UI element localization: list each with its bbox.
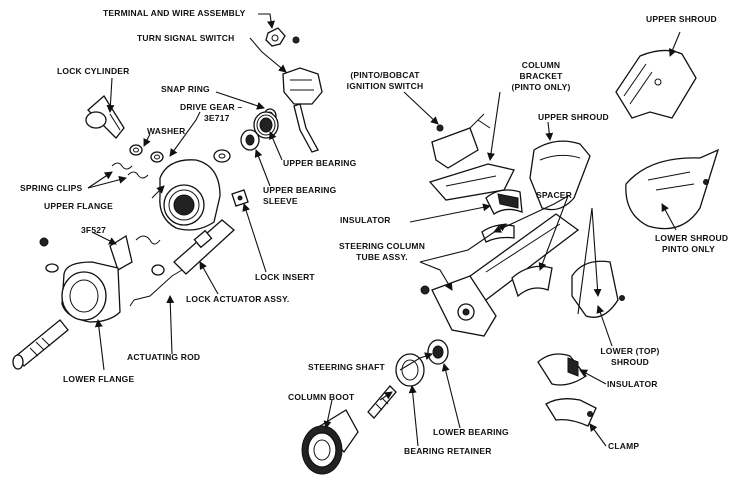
label-bearing-retainer: BEARING RETAINER — [404, 446, 492, 456]
insulator-bottom-part — [537, 353, 587, 386]
drive-gear-part — [213, 149, 231, 163]
label-lock-insert: LOCK INSERT — [255, 272, 315, 282]
steering-shaft-part — [367, 385, 397, 419]
label-lower-bearing: LOWER BEARING — [433, 427, 509, 437]
clamp-part — [545, 398, 597, 427]
label-insulator-top: INSULATOR — [340, 215, 391, 225]
column-boot-part — [301, 409, 359, 475]
label-steering-shaft: STEERING SHAFT — [308, 362, 385, 372]
terminal-wire-assembly-part — [265, 27, 300, 47]
upper-bearing-sleeve-part — [240, 129, 260, 151]
actuating-rod-part — [129, 269, 183, 307]
label-upper-shroud-right: UPPER SHROUD — [646, 14, 717, 24]
label-column-bracket-3: (PINTO ONLY) — [511, 82, 571, 92]
label-column-bracket: COLUMN — [521, 60, 561, 70]
lock-insert-part — [231, 189, 249, 207]
column-bracket-part — [428, 163, 515, 201]
label-upper-bearing-sleeve-2: SLEEVE — [263, 196, 298, 206]
label-column-boot: COLUMN BOOT — [288, 392, 355, 402]
label-ignition-switch: (PINTO/BOBCAT — [350, 70, 420, 80]
steering-column-tube-part — [420, 213, 580, 337]
label-steering-column-tube-2: TUBE ASSY. — [356, 252, 408, 262]
label-upper-bearing: UPPER BEARING — [283, 158, 357, 168]
label-upper-shroud-mid: UPPER SHROUD — [538, 112, 609, 122]
label-terminal-wire-assembly: TERMINAL AND WIRE ASSEMBLY — [103, 8, 246, 18]
spring-clips-part — [111, 162, 149, 179]
lower-flange-part — [39, 237, 121, 323]
label-washer: WASHER — [147, 126, 186, 136]
label-upper-bearing-sleeve: UPPER BEARING — [263, 185, 337, 195]
label-lock-actuator-assembly: LOCK ACTUATOR ASSY. — [186, 294, 290, 304]
label-turn-signal-switch: TURN SIGNAL SWITCH — [137, 33, 235, 43]
label-lower-shroud: LOWER SHROUD — [655, 233, 729, 243]
leader-lines — [87, 13, 681, 447]
label-clamp: CLAMP — [608, 441, 640, 451]
lower-bearing-part — [427, 339, 449, 365]
upper-shroud-mid-part — [529, 140, 591, 211]
label-insulator-bottom: INSULATOR — [607, 379, 658, 389]
washer-part — [129, 144, 164, 163]
lower-shroud-pinto-part — [625, 148, 720, 230]
label-spring-clips: SPRING CLIPS — [20, 183, 83, 193]
label-snap-ring: SNAP RING — [161, 84, 210, 94]
label-3f527: 3F527 — [81, 225, 107, 235]
upper-shroud-right-part — [615, 49, 697, 119]
label-lower-top-shroud-2: SHROUD — [610, 357, 650, 367]
steering-shaft-end-part — [12, 319, 69, 370]
label-upper-flange: UPPER FLANGE — [44, 201, 113, 211]
spacer-part — [511, 265, 553, 298]
lock-cylinder-part — [85, 95, 125, 139]
label-drive-gear-number: 3E717 — [204, 113, 230, 123]
lock-actuator-assembly-part — [151, 219, 235, 276]
insulator-top-part — [481, 189, 523, 243]
label-ignition-switch-2: IGNITION SWITCH — [346, 81, 424, 91]
label-lower-shroud-pinto-only: PINTO ONLY — [662, 244, 716, 254]
label-spacer: SPACER — [536, 190, 572, 200]
part-3f527 — [109, 234, 161, 271]
label-column-bracket-2: BRACKET — [519, 71, 563, 81]
label-drive-gear: DRIVE GEAR – — [180, 102, 243, 112]
label-actuating-rod: ACTUATING ROD — [127, 352, 201, 362]
label-lower-flange: LOWER FLANGE — [63, 374, 135, 384]
label-lower-top-shroud: LOWER (TOP) — [600, 346, 660, 356]
lower-top-shroud-part — [571, 260, 625, 318]
label-steering-column-tube: STEERING COLUMN — [338, 241, 426, 251]
ignition-switch-part — [431, 113, 491, 169]
label-lock-cylinder: LOCK CYLINDER — [57, 66, 130, 76]
upper-flange-part — [159, 159, 221, 231]
turn-signal-switch-part — [282, 67, 323, 153]
